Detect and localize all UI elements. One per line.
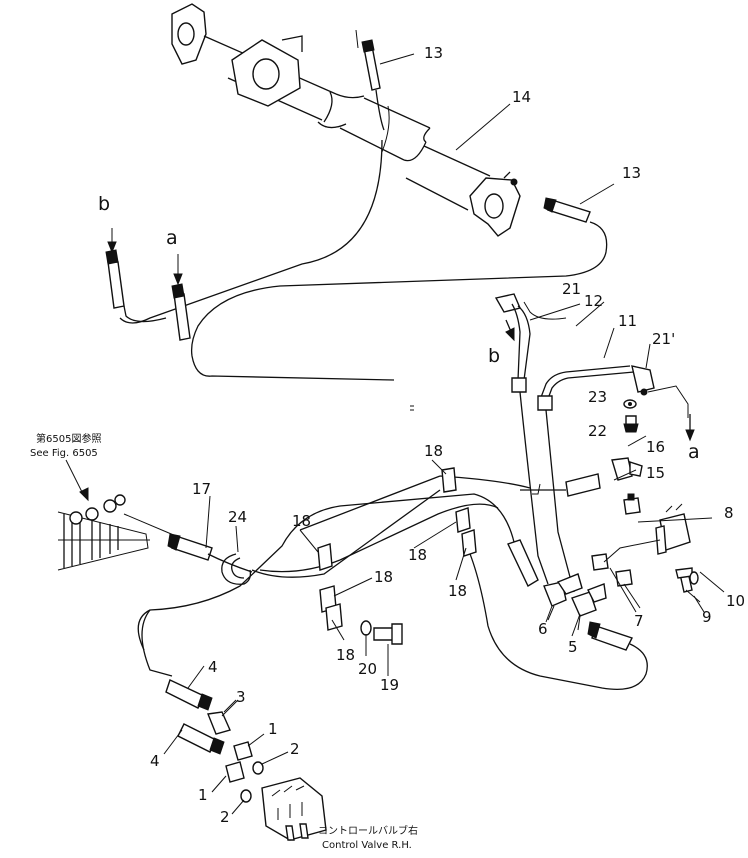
hose-4-lower bbox=[163, 723, 225, 755]
fitting-3 bbox=[207, 699, 237, 735]
hose-mid bbox=[137, 493, 539, 651]
block-8 bbox=[655, 503, 691, 555]
callout-4-lower: 4 bbox=[150, 752, 160, 770]
fittings-7 bbox=[591, 539, 661, 613]
callout-13-right: 13 bbox=[622, 164, 641, 182]
see-fig-note-en: See Fig. 6505 bbox=[30, 448, 98, 459]
washer-23 bbox=[623, 399, 637, 409]
control-valve-label-jp: コントロールバルブ右 bbox=[318, 824, 418, 837]
callout-11: 11 bbox=[618, 312, 637, 330]
fitting-16 bbox=[611, 457, 643, 481]
fitting-5 bbox=[571, 583, 607, 631]
callout-23: 23 bbox=[588, 388, 607, 406]
callout-17: 17 bbox=[192, 480, 211, 498]
callout-8: 8 bbox=[724, 504, 734, 522]
pipe-12 bbox=[494, 293, 581, 393]
callout-15: 15 bbox=[646, 464, 665, 482]
callout-18-c: 18 bbox=[408, 546, 427, 564]
oring-2-lower bbox=[231, 789, 252, 815]
connection-letter-a-right: a bbox=[688, 441, 700, 463]
hose-17 bbox=[123, 513, 253, 573]
hose-13-upper bbox=[355, 29, 415, 131]
clip-18-c bbox=[455, 507, 471, 533]
callout-18-a: 18 bbox=[424, 442, 443, 460]
fitting-1-lower bbox=[211, 761, 245, 793]
callout-5: 5 bbox=[568, 638, 578, 656]
callout-22: 22 bbox=[588, 422, 607, 440]
callout-13-upper: 13 bbox=[424, 44, 443, 62]
callout-10: 10 bbox=[726, 592, 745, 610]
pipe-11 bbox=[537, 365, 655, 411]
clip-18-e bbox=[461, 529, 477, 557]
callout-9: 9 bbox=[702, 608, 712, 626]
boom-pipe-14 bbox=[171, 3, 521, 237]
callout-18-f: 18 bbox=[336, 646, 355, 664]
callout-18-b: 18 bbox=[292, 512, 311, 530]
connection-arrow-b bbox=[505, 319, 515, 342]
connection-letter-b-top: b bbox=[98, 193, 110, 215]
hose-13-right bbox=[543, 183, 615, 223]
see-fig-note-jp: 第6505図参照 bbox=[36, 432, 101, 445]
callout-6: 6 bbox=[538, 620, 548, 638]
hose-end-b bbox=[105, 228, 125, 309]
callout-12: 12 bbox=[584, 292, 603, 310]
callout-1-upper: 1 bbox=[268, 720, 278, 738]
fitting-15 bbox=[623, 493, 641, 515]
hose-end-a bbox=[171, 254, 191, 341]
callout-16: 16 bbox=[646, 438, 665, 456]
callout-1-lower: 1 bbox=[198, 786, 208, 804]
bolt-19 bbox=[373, 623, 403, 645]
callout-2-lower: 2 bbox=[220, 808, 230, 826]
washer-20 bbox=[360, 620, 372, 636]
callout-2-upper: 2 bbox=[290, 740, 300, 758]
callout-7: 7 bbox=[634, 612, 644, 630]
reference-assembly bbox=[57, 459, 150, 571]
connection-arrow-a bbox=[685, 414, 695, 442]
clip-18-b bbox=[317, 543, 333, 571]
callout-21: 21 bbox=[562, 280, 581, 298]
leader-lines bbox=[205, 103, 725, 717]
clip-18-f bbox=[325, 603, 343, 631]
callout-19: 19 bbox=[380, 676, 399, 694]
connection-letter-b-mid: b bbox=[488, 345, 500, 367]
clamp-24 bbox=[221, 553, 252, 585]
fitting-6 bbox=[543, 573, 583, 621]
washer-10 bbox=[689, 571, 699, 585]
callout-20: 20 bbox=[358, 660, 377, 678]
oring-2-upper bbox=[252, 751, 289, 775]
control-valve bbox=[261, 777, 327, 841]
callout-3: 3 bbox=[236, 688, 246, 706]
callout-18-e: 18 bbox=[448, 582, 467, 600]
callout-4-upper: 4 bbox=[208, 658, 218, 676]
hose-4-upper bbox=[165, 665, 213, 711]
bolt-22 bbox=[623, 415, 639, 433]
callout-24: 24 bbox=[228, 508, 247, 526]
callout-14: 14 bbox=[512, 88, 531, 106]
fitting-1-upper bbox=[233, 733, 265, 761]
connection-letter-a-top: a bbox=[166, 227, 178, 249]
callout-21-prime: 21' bbox=[652, 330, 675, 348]
callout-18-d: 18 bbox=[374, 568, 393, 586]
control-valve-label-en: Control Valve R.H. bbox=[322, 840, 412, 851]
